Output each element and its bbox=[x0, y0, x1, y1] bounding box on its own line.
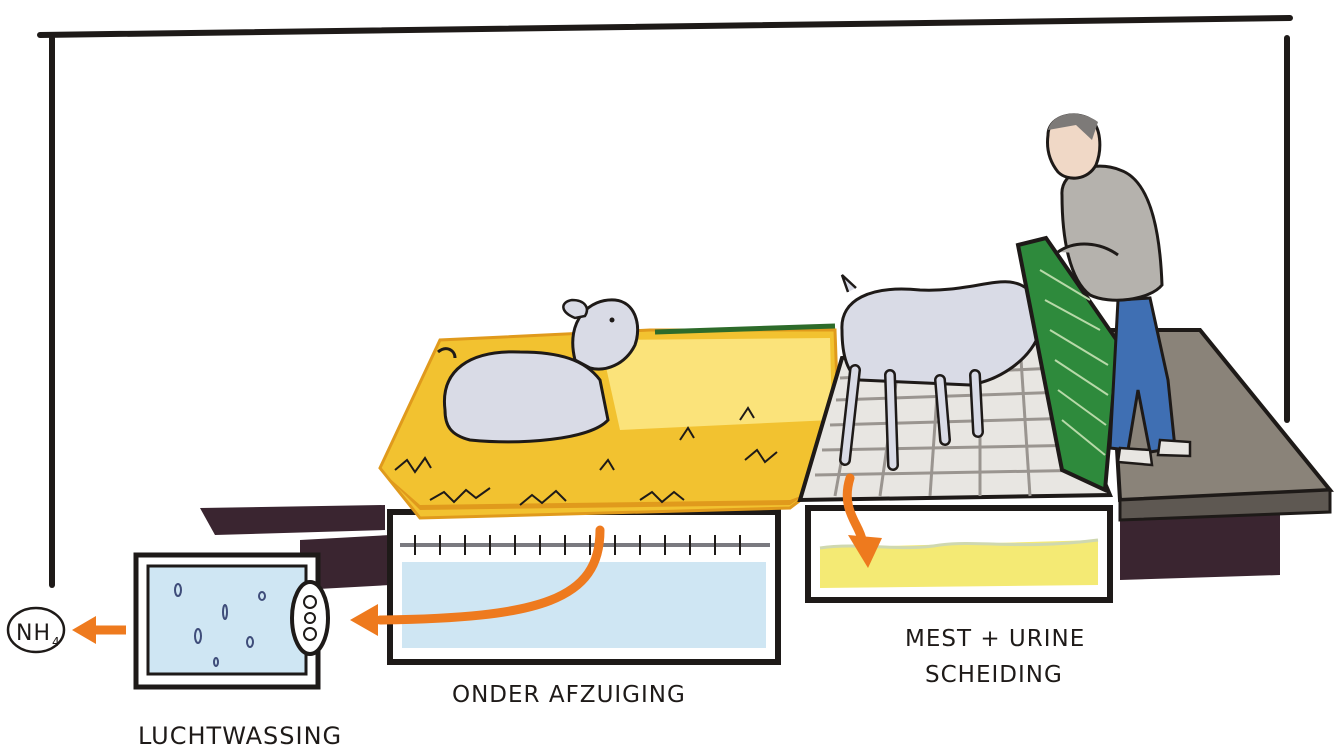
arrow-to-nh bbox=[72, 616, 126, 644]
suction-airflow-arrow bbox=[350, 525, 605, 636]
barn-frame bbox=[37, 15, 1293, 588]
fan-icon bbox=[303, 595, 317, 641]
ground-shadow bbox=[200, 505, 1280, 590]
air-scrubbing-label: LUCHTWASSING bbox=[138, 722, 342, 750]
suction-channel bbox=[387, 509, 781, 665]
manure-urine-label-line1: MEST + URINE bbox=[905, 626, 1085, 652]
nh-text: NH bbox=[16, 621, 51, 646]
ammonia-label: NH 4 bbox=[6, 606, 66, 654]
nh-subscript: 4 bbox=[52, 635, 61, 649]
goat-standing bbox=[839, 274, 1043, 471]
under-suction-label: ONDER AFZUIGING bbox=[452, 682, 686, 708]
sheep-lying bbox=[437, 298, 640, 444]
air-scrubber-unit bbox=[133, 552, 330, 690]
pit-flow-arrow bbox=[842, 473, 882, 568]
farmer bbox=[1046, 113, 1192, 467]
manure-urine-label-line2: SCHEIDING bbox=[925, 662, 1063, 688]
